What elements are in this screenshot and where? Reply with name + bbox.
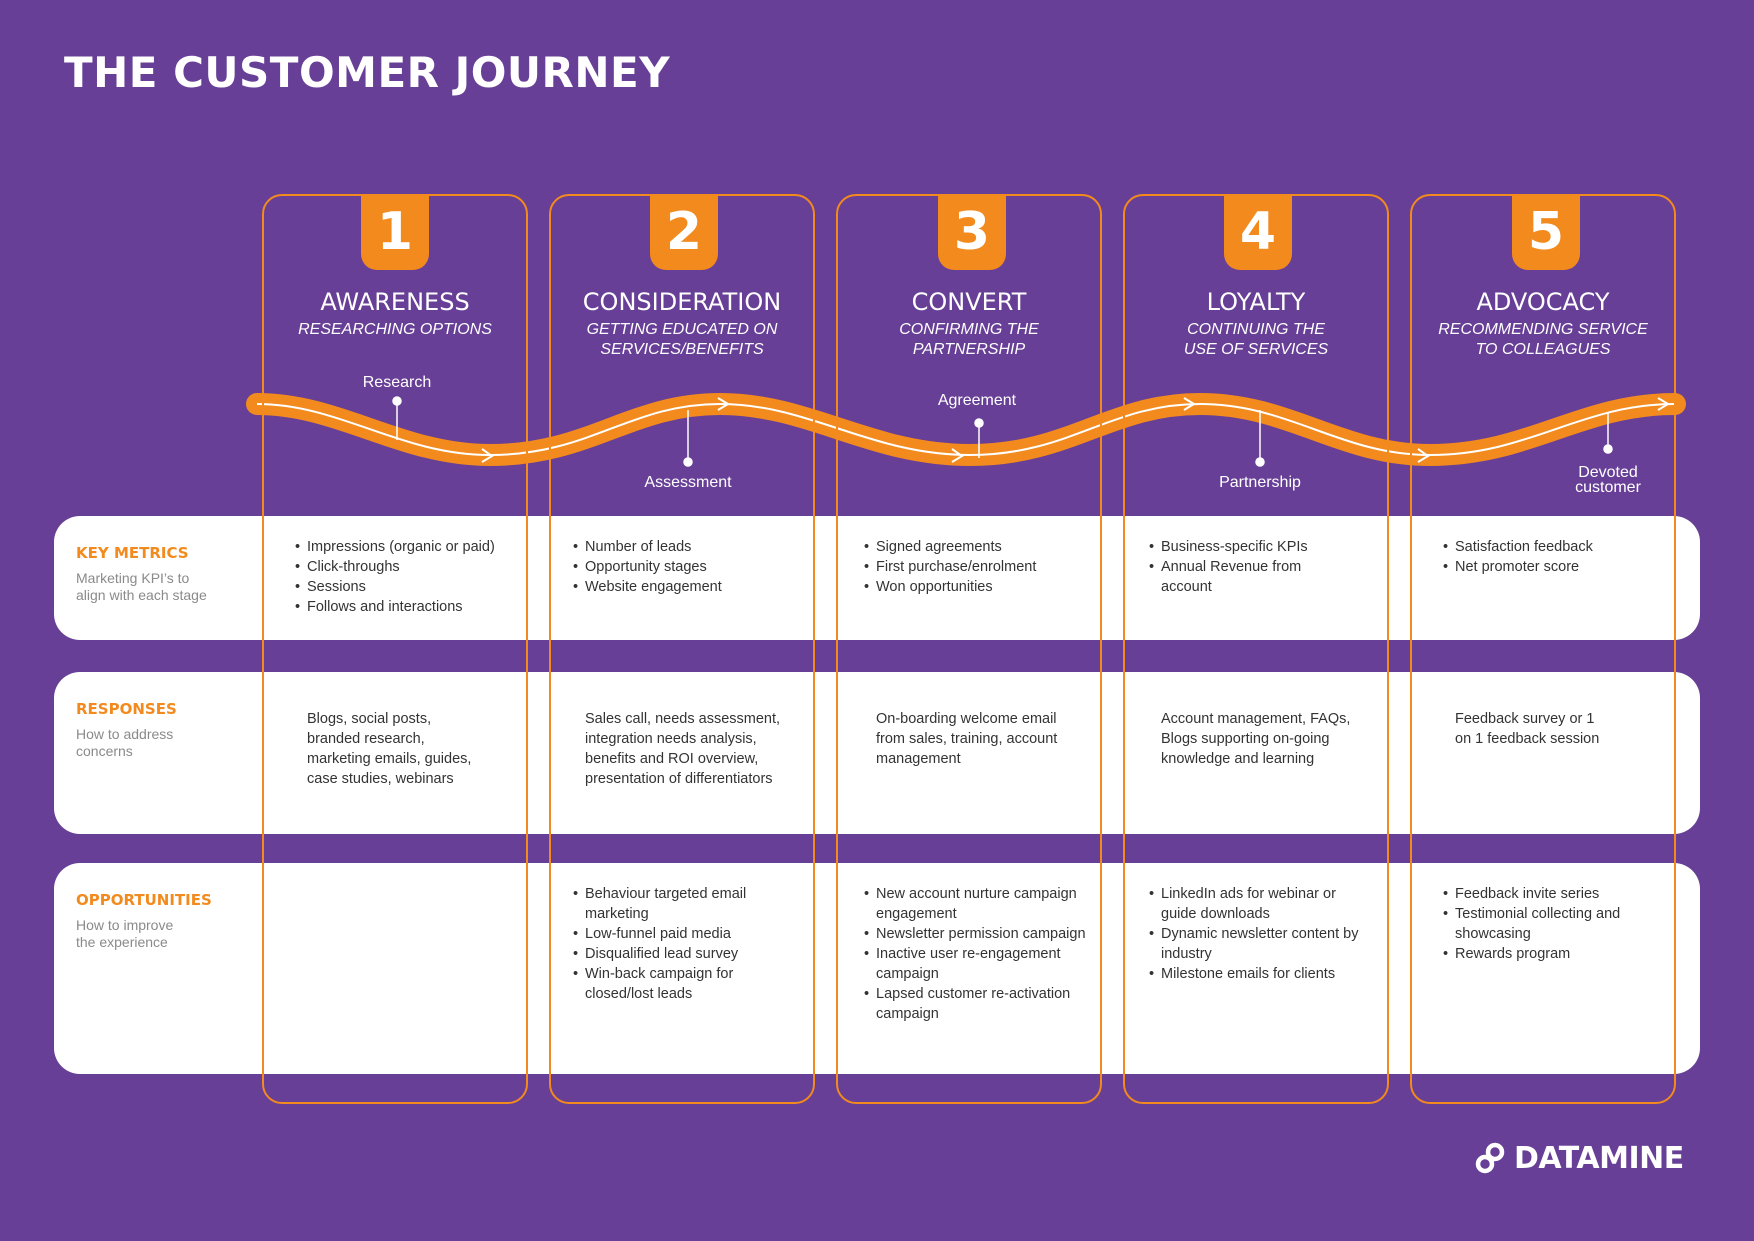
stage-number-badge: 1 [361, 194, 429, 270]
list-item: Behaviour targeted email marketing [573, 884, 783, 924]
row-subtitle-responses: How to address concerns [76, 726, 174, 759]
list-item: Satisfaction feedback [1443, 537, 1653, 557]
responses-convert: On-boarding welcome email from sales, tr… [876, 709, 1106, 769]
list-item: Net promoter score [1443, 557, 1653, 577]
row-title-key-metrics: KEY METRICS [76, 544, 189, 562]
list-item: Feedback invite series [1443, 884, 1658, 904]
responses-consideration: Sales call, needs assessment, integratio… [585, 709, 825, 789]
list-item: Click-throughs [295, 557, 535, 577]
responses-text: Feedback survey or 1 on 1 feedback sessi… [1455, 711, 1600, 747]
list-item: Business-specific KPIs [1149, 537, 1339, 557]
milestone-devoted-customer: Devoted customer [1575, 464, 1641, 496]
list-item: Signed agreements [864, 537, 1084, 557]
list-item: Disqualified lead survey [573, 944, 783, 964]
metrics-loyalty: Business-specific KPIs Annual Revenue fr… [1149, 537, 1339, 597]
page-title: THE CUSTOMER JOURNEY [64, 48, 671, 97]
responses-band: RESPONSES How to address concerns [54, 672, 1700, 834]
opportunities-consideration: Behaviour targeted email marketing Low-f… [573, 884, 783, 1004]
milestone-partnership: Partnership [1219, 474, 1301, 491]
responses-text: Sales call, needs assessment, integratio… [585, 711, 781, 787]
list-item: Annual Revenue from account [1149, 557, 1339, 597]
list-item: Won opportunities [864, 577, 1084, 597]
list-item: Dynamic newsletter content by industry [1149, 924, 1364, 964]
milestone-assessment: Assessment [644, 474, 732, 491]
stage-name-advocacy: ADVOCACY [1476, 288, 1610, 316]
list-item: Opportunity stages [573, 557, 803, 577]
row-subtitle-key-metrics: Marketing KPI’s to align with each stage [76, 570, 207, 603]
responses-text: Blogs, social posts, branded research, m… [307, 711, 472, 787]
metrics-awareness: Impressions (organic or paid) Click-thro… [295, 537, 535, 617]
stage-number-badge: 2 [650, 194, 718, 270]
list-item: Impressions (organic or paid) [295, 537, 535, 557]
stage-subtitle-awareness: RESEARCHING OPTIONS [298, 321, 492, 338]
stage-name-consideration: CONSIDERATION [582, 288, 782, 316]
datamine-logo: DATAMINE [1474, 1138, 1684, 1178]
responses-loyalty: Account management, FAQs, Blogs supporti… [1161, 709, 1391, 769]
list-item: Testimonial collecting and showcasing [1443, 904, 1658, 944]
logo-text: DATAMINE [1514, 1140, 1684, 1176]
stage-number-badge: 3 [938, 194, 1006, 270]
metrics-convert: Signed agreements First purchase/enrolme… [864, 537, 1084, 597]
stage-number-badge: 4 [1224, 194, 1292, 270]
responses-awareness: Blogs, social posts, branded research, m… [307, 709, 537, 789]
milestone-agreement: Agreement [937, 392, 1017, 409]
list-item: Low-funnel paid media [573, 924, 783, 944]
list-item: Rewards program [1443, 944, 1658, 964]
metrics-consideration: Number of leads Opportunity stages Websi… [573, 537, 803, 597]
responses-text: On-boarding welcome email from sales, tr… [876, 711, 1058, 767]
list-item: Lapsed customer re-activation campaign [864, 984, 1089, 1024]
list-item: Sessions [295, 577, 535, 597]
list-item: Win-back campaign for closed/lost leads [573, 964, 783, 1004]
list-item: First purchase/enrolment [864, 557, 1084, 577]
stage-subtitle-loyalty: CONTINUING THE USE OF SERVICES [1183, 321, 1329, 358]
stage-name-awareness: AWARENESS [320, 288, 470, 316]
stage-number-badge: 5 [1512, 194, 1580, 270]
row-title-responses: RESPONSES [76, 700, 177, 718]
milestone-research: Research [362, 374, 432, 391]
stage-subtitle-consideration: GETTING EDUCATED ON SERVICES/BENEFITS [586, 321, 778, 358]
list-item: New account nurture campaign engagement [864, 884, 1089, 924]
row-title-opportunities: OPPORTUNITIES [76, 891, 212, 909]
logo-icon [1475, 1142, 1505, 1174]
stage-subtitle-advocacy: RECOMMENDING SERVICE TO COLLEAGUES [1438, 321, 1648, 358]
stage-name-convert: CONVERT [911, 288, 1027, 316]
metrics-advocacy: Satisfaction feedback Net promoter score [1443, 537, 1653, 577]
list-item: Newsletter permission campaign [864, 924, 1089, 944]
list-item: Inactive user re-engagement campaign [864, 944, 1089, 984]
stage-name-loyalty: LOYALTY [1206, 288, 1306, 316]
list-item: Follows and interactions [295, 597, 535, 617]
list-item: Number of leads [573, 537, 803, 557]
opportunities-convert: New account nurture campaign engagement … [864, 884, 1089, 1024]
row-subtitle-opportunities: How to improve the experience [76, 917, 174, 950]
list-item: LinkedIn ads for webinar or guide downlo… [1149, 884, 1364, 924]
responses-advocacy: Feedback survey or 1 on 1 feedback sessi… [1455, 709, 1665, 749]
opportunities-advocacy: Feedback invite series Testimonial colle… [1443, 884, 1658, 964]
opportunities-loyalty: LinkedIn ads for webinar or guide downlo… [1149, 884, 1364, 984]
stage-subtitle-convert: CONFIRMING THE PARTNERSHIP [899, 321, 1039, 358]
responses-text: Account management, FAQs, Blogs supporti… [1161, 711, 1351, 767]
list-item: Website engagement [573, 577, 803, 597]
list-item: Milestone emails for clients [1149, 964, 1364, 984]
